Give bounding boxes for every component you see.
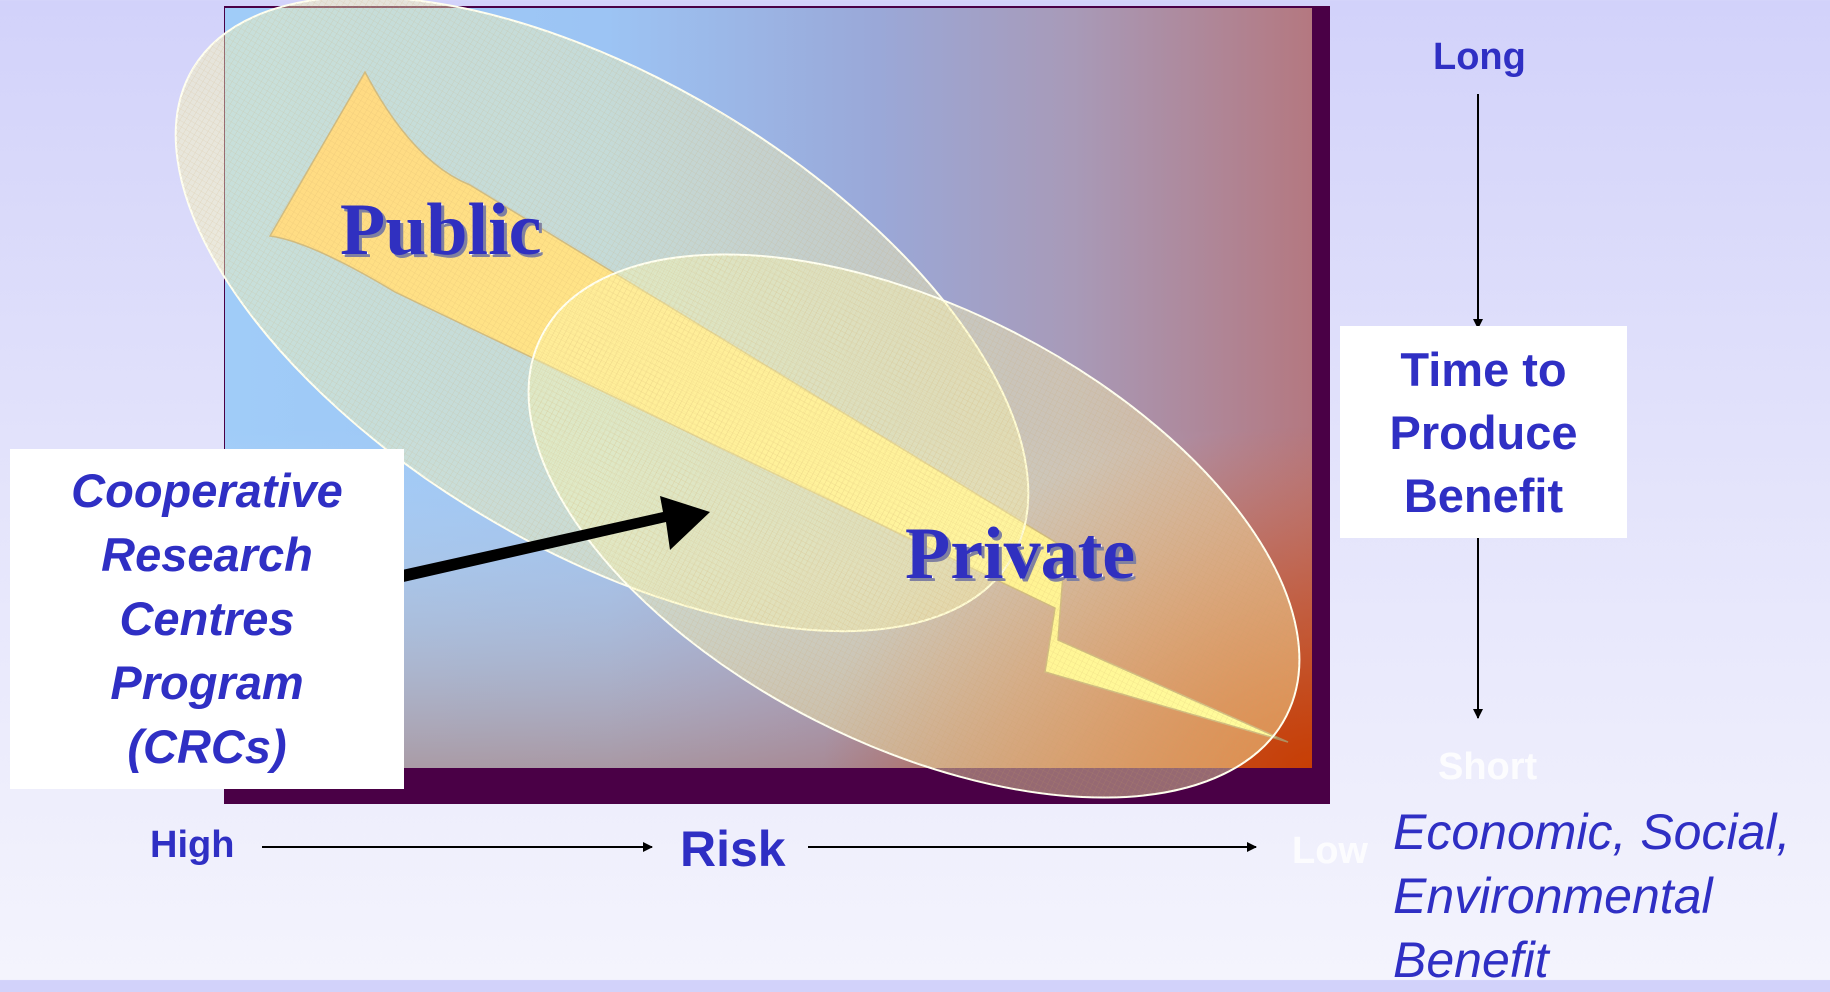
crc-line-5: (CRCs) [127,720,287,773]
crc-line-2: Research [101,528,313,581]
time-to-benefit-box: Time to Produce Benefit [1340,326,1627,538]
benefit-line-3: Benefit [1393,932,1549,988]
time-box-line-1: Time to [1400,342,1567,396]
high-label: High [150,824,235,866]
crc-line-3: Centres [119,592,295,645]
crc-line-1: Cooperative [71,464,343,517]
benefit-line-1: Economic, Social, [1393,804,1791,860]
time-box-line-2: Produce [1389,405,1578,459]
private-label: Private [905,513,1136,595]
long-label: Long [1433,36,1526,78]
benefit-text: Economic, Social, Environmental Benefit [1393,800,1790,992]
low-label: Low [1292,830,1368,872]
benefit-line-2: Environmental [1393,868,1713,924]
risk-label: Risk [680,821,786,877]
crc-pointer-arrow [384,496,710,586]
short-label: Short [1438,746,1538,788]
crc-line-4: Program [110,656,304,709]
public-label: Public [340,189,542,271]
time-box-line-3: Benefit [1403,468,1564,522]
crc-program-box: Cooperative Research Centres Program (CR… [10,449,404,789]
